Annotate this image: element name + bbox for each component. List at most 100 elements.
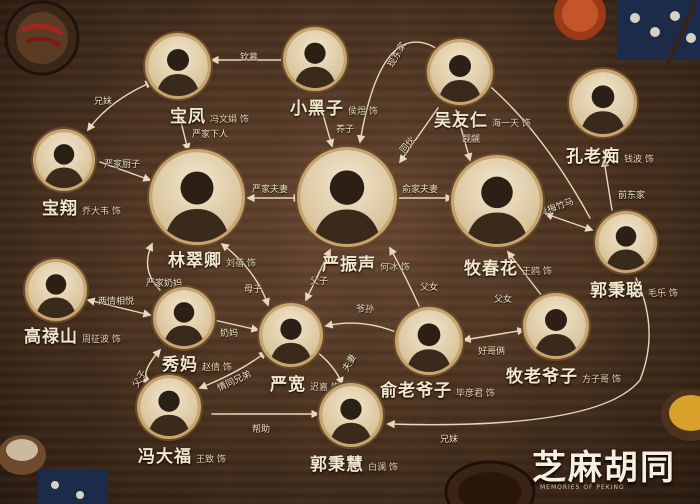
portrait-mulaoyezi bbox=[526, 296, 586, 356]
link-baoxiang-lincuiqing bbox=[99, 161, 152, 182]
portrait-gaolushan bbox=[28, 262, 84, 318]
relation-label: 父女 bbox=[420, 283, 439, 293]
link-xiuma-yankuan bbox=[213, 319, 260, 333]
relation-label: 严家夫妻 bbox=[252, 185, 289, 195]
portrait-silhouette-icon bbox=[329, 398, 373, 444]
character-name: 吴友仁 bbox=[434, 111, 488, 131]
sauce-bowl-decoration bbox=[444, 460, 536, 504]
character-name: 小黑子 bbox=[290, 99, 344, 119]
actor-name: 王致 饰 bbox=[196, 455, 226, 465]
portrait-baofeng bbox=[148, 36, 208, 96]
portrait-silhouette-icon bbox=[293, 42, 337, 88]
relation-label: 兄妹 bbox=[440, 435, 459, 445]
portrait-yankuan bbox=[262, 306, 320, 364]
actor-name: 毛乐 饰 bbox=[648, 289, 678, 299]
portrait-silhouette-icon bbox=[164, 171, 230, 242]
link-yulaoyezi-yankuan bbox=[324, 320, 397, 333]
actor-name: 刘蓓 饰 bbox=[226, 259, 256, 269]
relation-label: 钦慕 bbox=[240, 53, 259, 63]
portrait-guobingcong bbox=[598, 214, 654, 270]
character-name: 林翠卿 bbox=[168, 251, 222, 271]
show-title-text: 芝麻胡同 bbox=[532, 448, 676, 488]
actor-name: 周征波 饰 bbox=[82, 335, 121, 345]
relation-label: 两情相悦 bbox=[98, 297, 135, 307]
character-name: 宝翔 bbox=[42, 199, 78, 219]
portrait-silhouette-icon bbox=[163, 302, 205, 346]
portrait-silhouette-icon bbox=[312, 170, 382, 244]
portrait-silhouette-icon bbox=[465, 176, 529, 244]
link-guobingcong-konglaochi bbox=[600, 158, 613, 211]
portrait-silhouette-icon bbox=[438, 55, 482, 102]
portrait-silhouette-icon bbox=[406, 323, 452, 372]
portrait-fengdafu bbox=[140, 378, 198, 436]
portrait-silhouette-icon bbox=[147, 390, 191, 436]
actor-name: 钱波 饰 bbox=[624, 155, 654, 165]
portrait-silhouette-icon bbox=[269, 318, 313, 364]
show-subtitle-text: MEMORIES OF PEKING bbox=[540, 484, 625, 491]
portrait-silhouette-icon bbox=[605, 226, 647, 270]
link-yulaoyezi-yanzhensheng bbox=[389, 246, 421, 309]
portrait-lincuiqing bbox=[152, 152, 242, 242]
millet-bowl-decoration bbox=[661, 389, 700, 441]
link-guobingcong-yanzhensheng bbox=[356, 41, 591, 219]
link-baofeng-baoxiang bbox=[87, 80, 154, 132]
character-name: 牧老爷子 bbox=[506, 367, 578, 387]
link-wuyouren-yanzhensheng bbox=[399, 107, 439, 164]
portrait-xiaoheizi bbox=[286, 30, 344, 88]
actor-name: 白澜 饰 bbox=[368, 463, 398, 473]
show-title: 芝麻胡同 MEMORIES OF PEKING bbox=[532, 440, 692, 500]
portrait-yulaoyezi bbox=[398, 310, 460, 372]
tea-tray-decoration bbox=[554, 0, 700, 71]
link-xiuma-lincuiqing bbox=[145, 242, 161, 291]
relation-label: 严家奶妈 bbox=[146, 279, 183, 289]
character-name: 冯大福 bbox=[138, 447, 192, 467]
relation-label: 父子 bbox=[310, 277, 329, 287]
actor-name: 方子哥 饰 bbox=[582, 375, 621, 385]
relation-label: 父女 bbox=[494, 295, 513, 305]
portrait-silhouette-icon bbox=[156, 49, 200, 96]
relation-label: 帮助 bbox=[252, 425, 271, 435]
actor-name: 侯煜 饰 bbox=[348, 107, 378, 117]
character-name: 高禄山 bbox=[24, 327, 78, 347]
link-mulaoyezi-muchunhua bbox=[506, 250, 543, 297]
character-name: 宝凤 bbox=[170, 107, 206, 127]
character-name: 牧春花 bbox=[464, 259, 518, 279]
portrait-silhouette-icon bbox=[43, 144, 85, 188]
actor-name: 王鸥 饰 bbox=[522, 267, 552, 277]
character-name: 郭秉慧 bbox=[310, 455, 364, 475]
character-name: 孔老痴 bbox=[566, 147, 620, 167]
link-muchunhua-guobingcong bbox=[544, 212, 594, 232]
relation-label: 好哥俩 bbox=[478, 347, 506, 357]
link-xiuma-fengdafu bbox=[142, 348, 162, 383]
character-name: 严宽 bbox=[270, 375, 306, 395]
mortar-decoration bbox=[0, 435, 108, 504]
portrait-silhouette-icon bbox=[580, 85, 626, 134]
portrait-guobinghui bbox=[322, 386, 380, 444]
link-gaolushan-xiuma bbox=[86, 297, 152, 318]
actor-name: 赵倩 饰 bbox=[202, 363, 232, 373]
portrait-yanzhensheng bbox=[300, 150, 394, 244]
link-guobingcong-guobinghui bbox=[386, 277, 650, 429]
relation-label: 奶妈 bbox=[220, 329, 239, 339]
portrait-xiuma bbox=[156, 290, 212, 346]
character-name: 严振声 bbox=[322, 255, 376, 275]
actor-name: 何冰 饰 bbox=[380, 263, 410, 273]
relation-label: 前东家 bbox=[618, 191, 646, 201]
relation-label: 觊觎 bbox=[462, 135, 481, 145]
portrait-silhouette-icon bbox=[35, 274, 77, 318]
portrait-muchunhua bbox=[454, 158, 540, 244]
relation-label: 母子 bbox=[244, 285, 263, 295]
portrait-silhouette-icon bbox=[534, 309, 578, 356]
character-name: 俞老爷子 bbox=[380, 381, 452, 401]
link-yankuan-guobinghui bbox=[310, 347, 344, 386]
spice-bowls-decoration bbox=[4, 0, 80, 76]
link-wuyouren-muchunhua bbox=[455, 109, 473, 162]
actor-name: 毕彦君 饰 bbox=[456, 389, 495, 399]
actor-name: 冯文娟 饰 bbox=[210, 115, 249, 125]
portrait-wuyouren bbox=[430, 42, 490, 102]
relation-label: 俞家夫妻 bbox=[402, 185, 439, 195]
relation-label: 严家厨子 bbox=[104, 160, 141, 170]
relation-label: 兄妹 bbox=[94, 97, 113, 107]
relation-label: 爷孙 bbox=[356, 305, 375, 315]
